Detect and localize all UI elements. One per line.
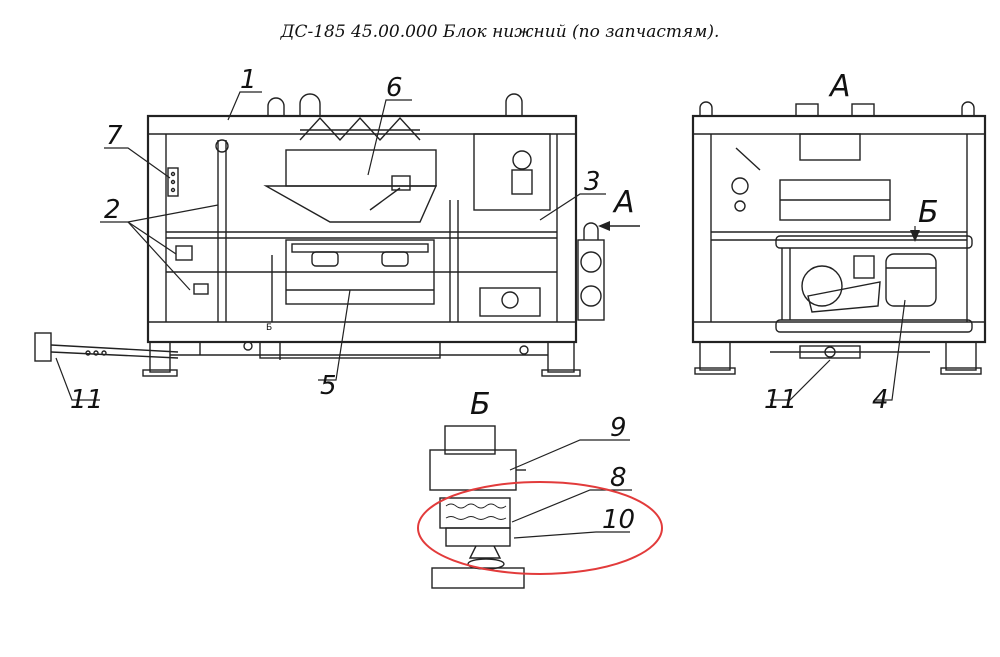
callout-3: 3 bbox=[584, 167, 601, 197]
callout-9: 9 bbox=[610, 413, 627, 443]
callout-11-right: 11 bbox=[764, 385, 797, 415]
callout-5: 5 bbox=[320, 371, 337, 401]
section-b-leaders bbox=[509, 439, 632, 539]
side-view bbox=[34, 93, 605, 377]
view-a-title: А bbox=[828, 69, 851, 104]
callout-4: 4 bbox=[872, 385, 889, 415]
view-a-leaders bbox=[770, 226, 920, 401]
side-view-leaders bbox=[55, 91, 606, 401]
section-b-title: Б bbox=[470, 387, 491, 422]
callout-10: 10 bbox=[602, 505, 635, 535]
arrow-a-label: А bbox=[612, 185, 635, 220]
callout-1: 1 bbox=[240, 65, 257, 95]
view-a bbox=[691, 101, 987, 375]
callout-7: 7 bbox=[106, 121, 123, 151]
view-arrow-a bbox=[598, 221, 640, 231]
callout-8: 8 bbox=[610, 463, 627, 493]
section-b bbox=[429, 425, 526, 589]
page-title: ДС-185 45.00.000 Блок нижний (по запчаст… bbox=[280, 22, 720, 42]
callout-2: 2 bbox=[104, 195, 121, 225]
callout-11-left: 11 bbox=[70, 385, 103, 415]
highlight-ellipse bbox=[417, 481, 663, 575]
section-mark-b: Б bbox=[266, 323, 272, 333]
section-b-marker: Б bbox=[918, 195, 939, 230]
callout-6: 6 bbox=[386, 73, 403, 103]
